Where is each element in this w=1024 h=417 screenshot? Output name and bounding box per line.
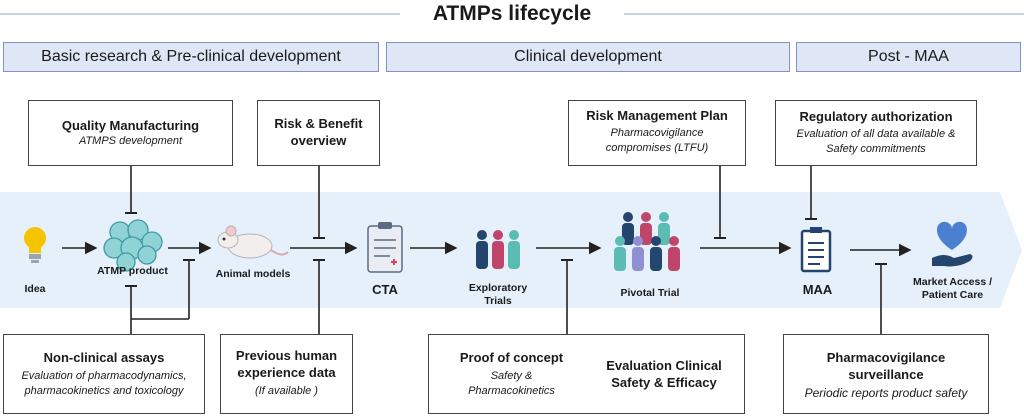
box-title: Pharmacovigilance surveillance	[826, 350, 946, 382]
people-group-icon	[476, 230, 520, 269]
box-subtitle: Evaluation of all data available & Safet…	[796, 128, 956, 155]
box-title: Previous human experience data	[235, 348, 338, 380]
box-quality-manufacturing: Quality Manufacturing ATMPS development	[28, 100, 233, 166]
box-non-clinical-assays: Non-clinical assays Evaluation of pharma…	[3, 334, 205, 414]
step-market-access: Market Access / Patient Care	[913, 276, 992, 301]
step-maa: MAA	[802, 282, 833, 297]
proof-left: Proof of concept Safety & Pharmacokineti…	[439, 349, 584, 399]
step-idea: Idea	[24, 283, 46, 295]
box-regulatory-authorization: Regulatory authorization Evaluation of a…	[775, 100, 977, 166]
page-title: ATMPs lifecycle	[432, 2, 592, 25]
box-subtitle: Safety & Pharmacokinetics	[468, 370, 555, 397]
mouse-icon	[217, 225, 289, 259]
box-previous-human-experience: Previous human experience data (If avail…	[220, 334, 353, 414]
box-subtitle: (If available )	[255, 385, 318, 397]
box-title: Non-clinical assays	[43, 350, 165, 365]
box-subtitle: Pharmacovigilance compromises (LTFU)	[605, 127, 709, 154]
box-title: Risk & Benefit overview	[274, 116, 363, 148]
clipboard-icon	[367, 222, 403, 273]
title-rule-right	[624, 13, 1024, 15]
phase-clinical: Clinical development	[386, 42, 790, 72]
box-title: Risk Management Plan	[586, 108, 728, 123]
box-risk-benefit: Risk & Benefit overview	[257, 100, 380, 166]
lightbulb-icon	[24, 227, 46, 263]
box-title: Proof of concept	[459, 350, 564, 365]
title-rule-left	[0, 13, 400, 15]
document-icon	[800, 227, 832, 273]
step-exploratory-trials: Exploratory Trials	[468, 282, 528, 307]
box-subtitle: ATMPS development	[78, 135, 183, 147]
box-subtitle: Evaluation of pharmacodynamics, pharmaco…	[21, 370, 187, 397]
crowd-icon	[614, 212, 680, 271]
cell-cluster-icon	[103, 219, 163, 272]
step-atmp-product: ATMP product	[97, 265, 168, 277]
box-title: Quality Manufacturing	[61, 118, 200, 133]
box-pharmacovigilance: Pharmacovigilance surveillance Periodic …	[783, 334, 989, 414]
timeline-arrow-tip	[1000, 192, 1022, 308]
box-subtitle: Periodic reports product safety	[804, 386, 968, 400]
box-title: Regulatory authorization	[799, 109, 953, 124]
phase-post-maa: Post - MAA	[796, 42, 1021, 72]
step-animal-models: Animal models	[215, 268, 291, 280]
step-cta: CTA	[372, 282, 398, 297]
box-title-2: Evaluation Clinical Safety & Efficacy	[606, 358, 722, 390]
phase-preclinical: Basic research & Pre-clinical developmen…	[3, 42, 379, 72]
step-pivotal-trial: Pivotal Trial	[620, 287, 680, 299]
box-proof-of-concept: Proof of concept Safety & Pharmacokineti…	[428, 334, 745, 414]
heart-hand-icon	[932, 221, 973, 267]
box-risk-management: Risk Management Plan Pharmacovigilance c…	[568, 100, 746, 166]
